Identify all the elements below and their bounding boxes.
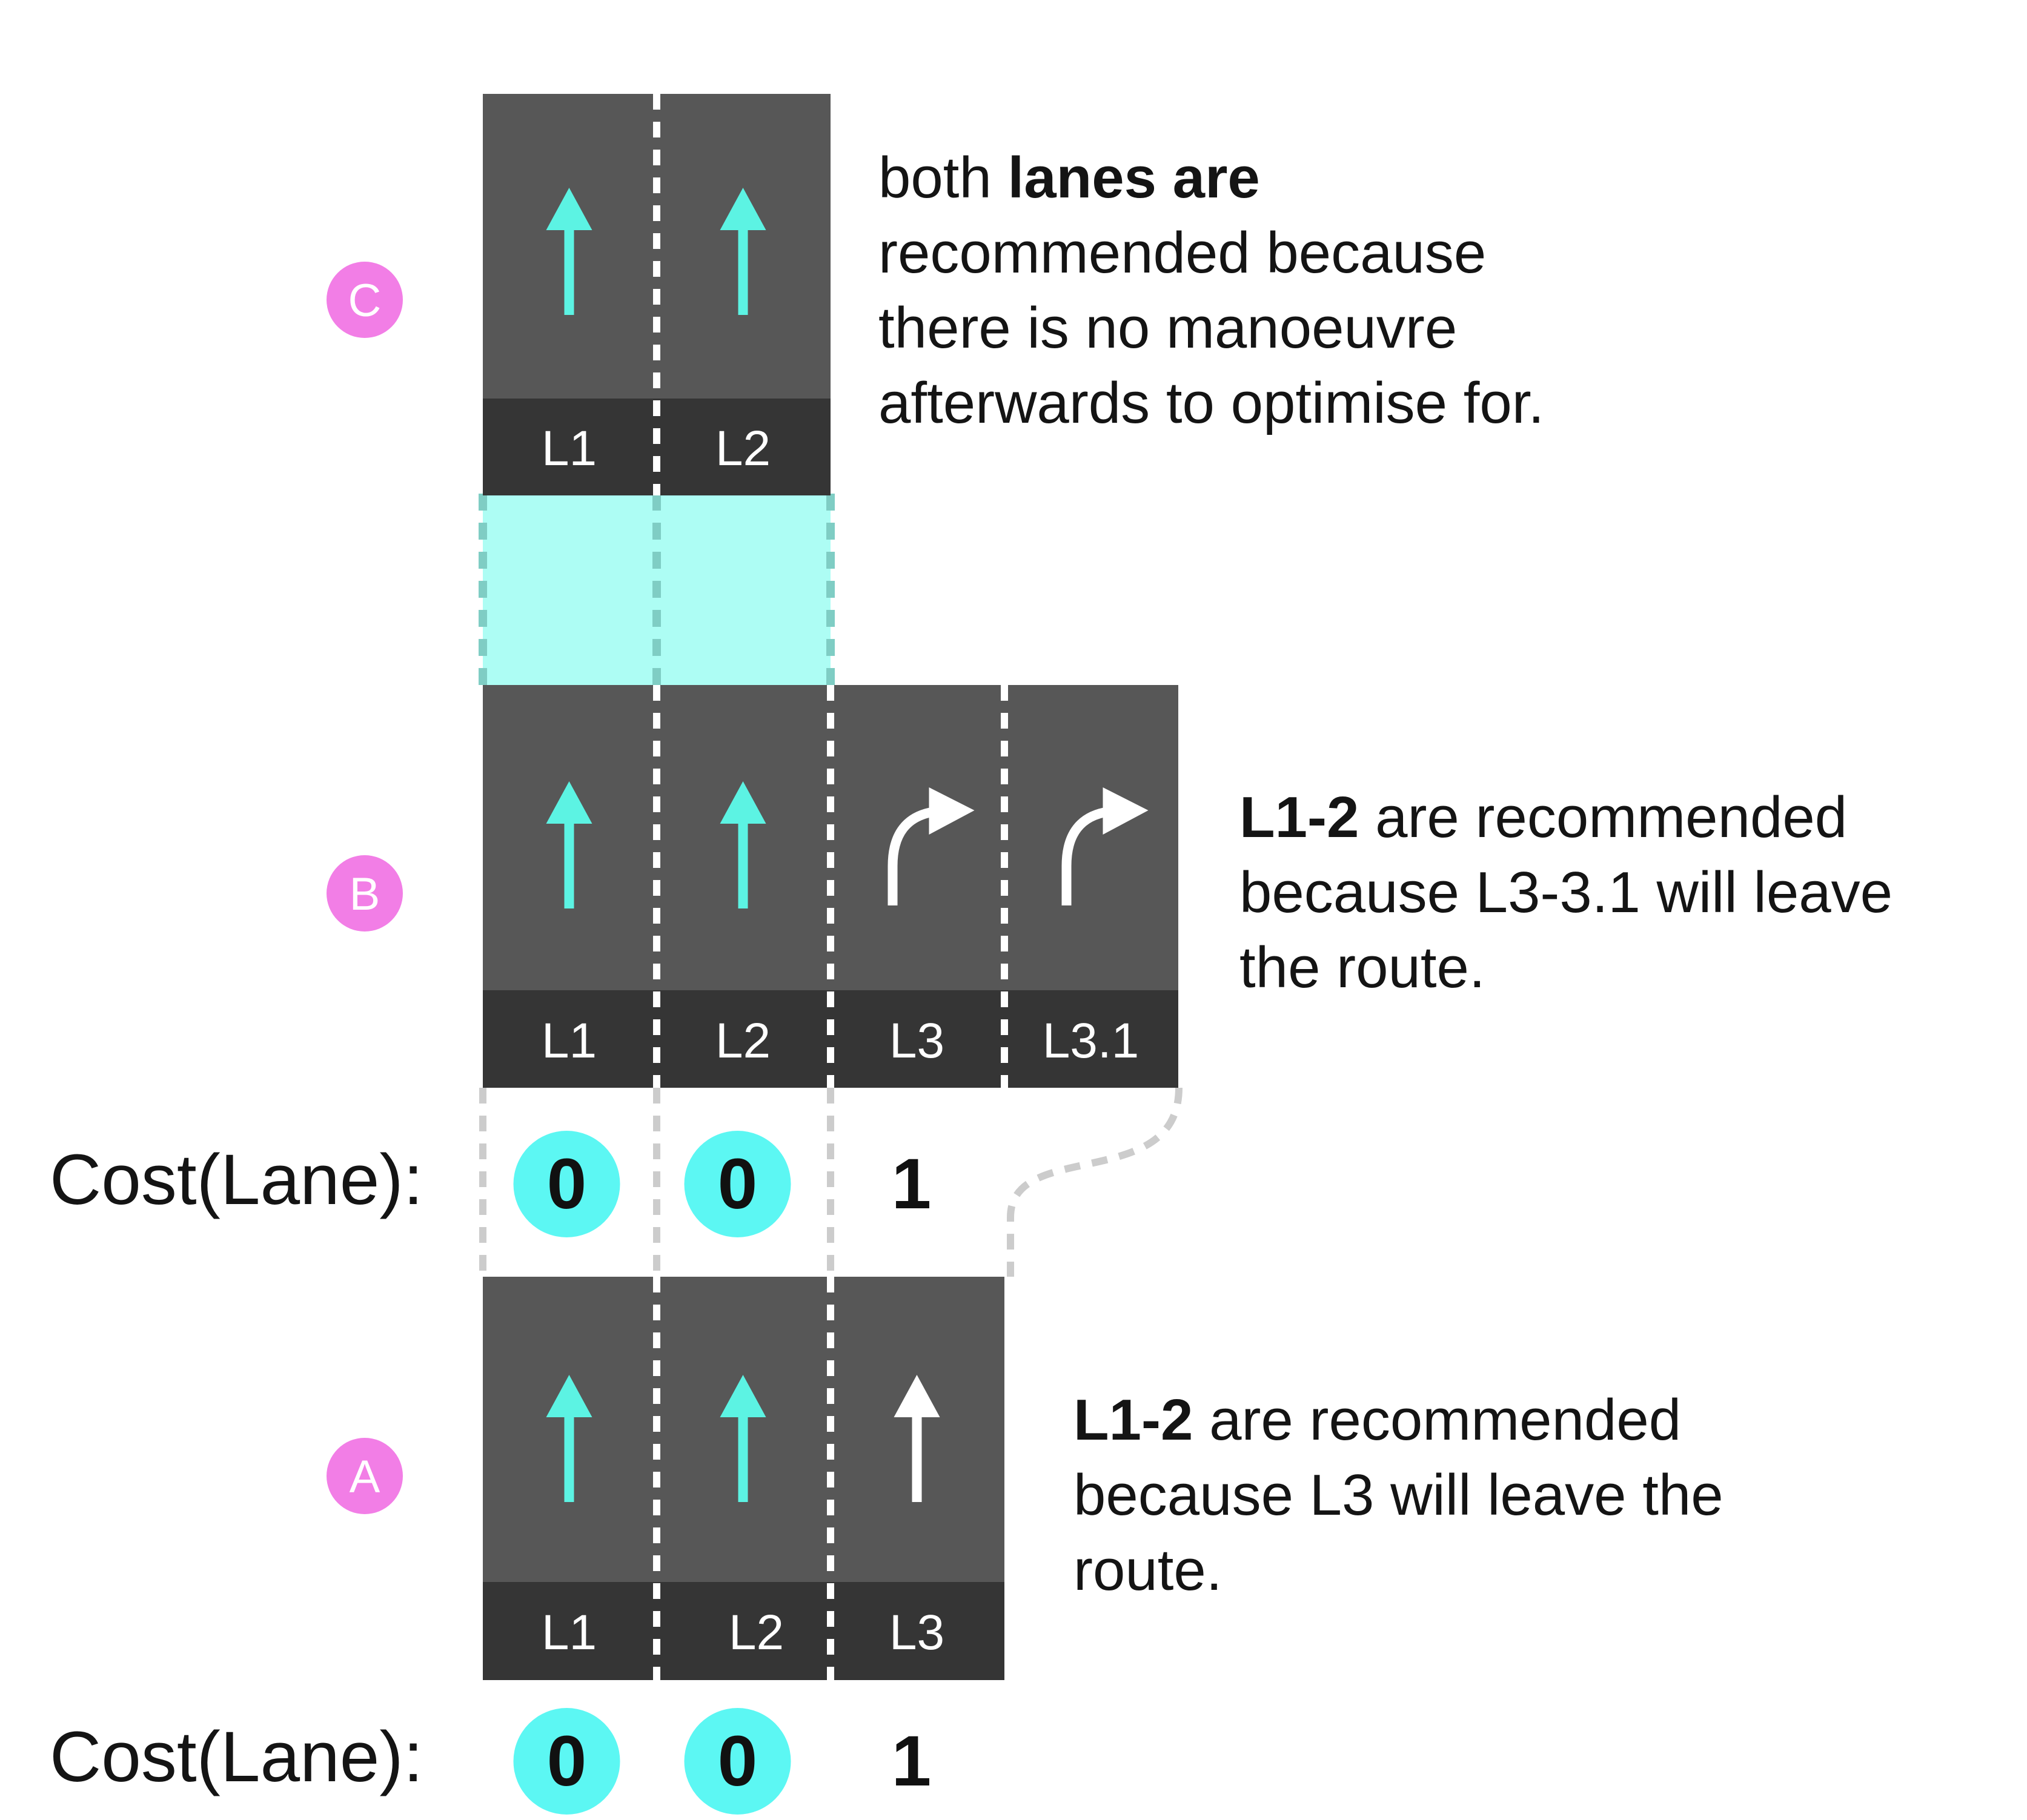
section-c: L1 L2 C xyxy=(327,94,831,495)
section-a: L1 L2 L3 A 0 0 1 xyxy=(327,1277,1004,1815)
lane-label-band xyxy=(483,1582,1004,1680)
arrow-shaft xyxy=(887,807,936,905)
cost-value: 0 xyxy=(547,1721,587,1801)
badge-b-circle xyxy=(327,855,403,932)
right-turn-arrow-icon xyxy=(887,787,975,905)
straight-arrow-icon xyxy=(894,1375,940,1502)
lane-label-l2: L2 xyxy=(729,1605,784,1660)
description-c-part-1: both xyxy=(878,145,1008,210)
lane-label-l2: L2 xyxy=(715,1013,771,1068)
badge-c-circle xyxy=(327,262,403,338)
arrow-head xyxy=(546,188,592,230)
arrow-head xyxy=(1103,787,1149,835)
description-b-part-2: are recommended because L3-3.1 will leav… xyxy=(1239,785,1893,1000)
arrow-head xyxy=(929,787,975,835)
lane-label-l1: L1 xyxy=(542,421,597,476)
arrow-head xyxy=(546,1375,592,1417)
badge-a-label: A xyxy=(350,1451,380,1503)
cost-value: 0 xyxy=(547,1144,587,1224)
arrow-head xyxy=(894,1375,940,1417)
cost-value: 1 xyxy=(892,1144,932,1224)
description-b: L1-2 are recommended because L3-3.1 will… xyxy=(1239,780,1893,1005)
lane-label-l3: L3 xyxy=(889,1605,944,1660)
straight-arrow-recommended-icon xyxy=(720,1375,766,1502)
cost-value: 0 xyxy=(718,1721,758,1801)
description-c: both lanes are recommended because there… xyxy=(878,141,1544,441)
cost-circle xyxy=(684,1131,791,1237)
lane-label-l3-1: L3.1 xyxy=(1043,1013,1140,1068)
cost-label-a: Cost(Lane): xyxy=(50,1717,423,1797)
arrow-head xyxy=(546,781,592,824)
connector-curve xyxy=(1007,1087,1183,1277)
description-c-part-2: lanes are xyxy=(1007,145,1260,210)
right-turn-arrow-icon xyxy=(1061,787,1149,905)
arrow-head xyxy=(720,1375,766,1417)
cost-label-b: Cost(Lane): xyxy=(50,1140,423,1220)
description-b-part-1: L1-2 xyxy=(1239,785,1359,850)
arrow-head xyxy=(720,188,766,230)
cost-circle xyxy=(684,1708,791,1815)
straight-arrow-recommended-icon xyxy=(546,1375,592,1502)
straight-arrow-recommended-icon xyxy=(720,188,766,315)
arrow-head xyxy=(720,781,766,824)
lane-label-l3: L3 xyxy=(889,1013,944,1068)
lane-label-l1: L1 xyxy=(542,1605,597,1660)
cost-value: 0 xyxy=(718,1144,758,1224)
lane-label-l1: L1 xyxy=(542,1013,597,1068)
description-a-part-2: are recommended because L3 will leave th… xyxy=(1073,1388,1723,1603)
cost-value: 1 xyxy=(892,1721,932,1801)
cost-circle xyxy=(513,1131,620,1237)
section-b: L1 L2 L3 L3.1 B 0 0 1 xyxy=(327,685,1178,1237)
lane-label-l2: L2 xyxy=(715,421,771,476)
description-c-part-3: recommended because there is no manoeuvr… xyxy=(878,220,1545,435)
straight-arrow-recommended-icon xyxy=(546,188,592,315)
arrow-shaft xyxy=(1061,807,1110,905)
description-a: L1-2 are recommended because L3 will lea… xyxy=(1073,1383,1723,1608)
description-a-part-1: L1-2 xyxy=(1073,1388,1193,1452)
badge-a-circle xyxy=(327,1438,403,1514)
badge-b-label: B xyxy=(350,869,380,920)
straight-arrow-recommended-icon xyxy=(720,781,766,908)
cost-circle xyxy=(513,1708,620,1815)
badge-c-label: C xyxy=(348,275,382,326)
straight-arrow-recommended-icon xyxy=(546,781,592,908)
